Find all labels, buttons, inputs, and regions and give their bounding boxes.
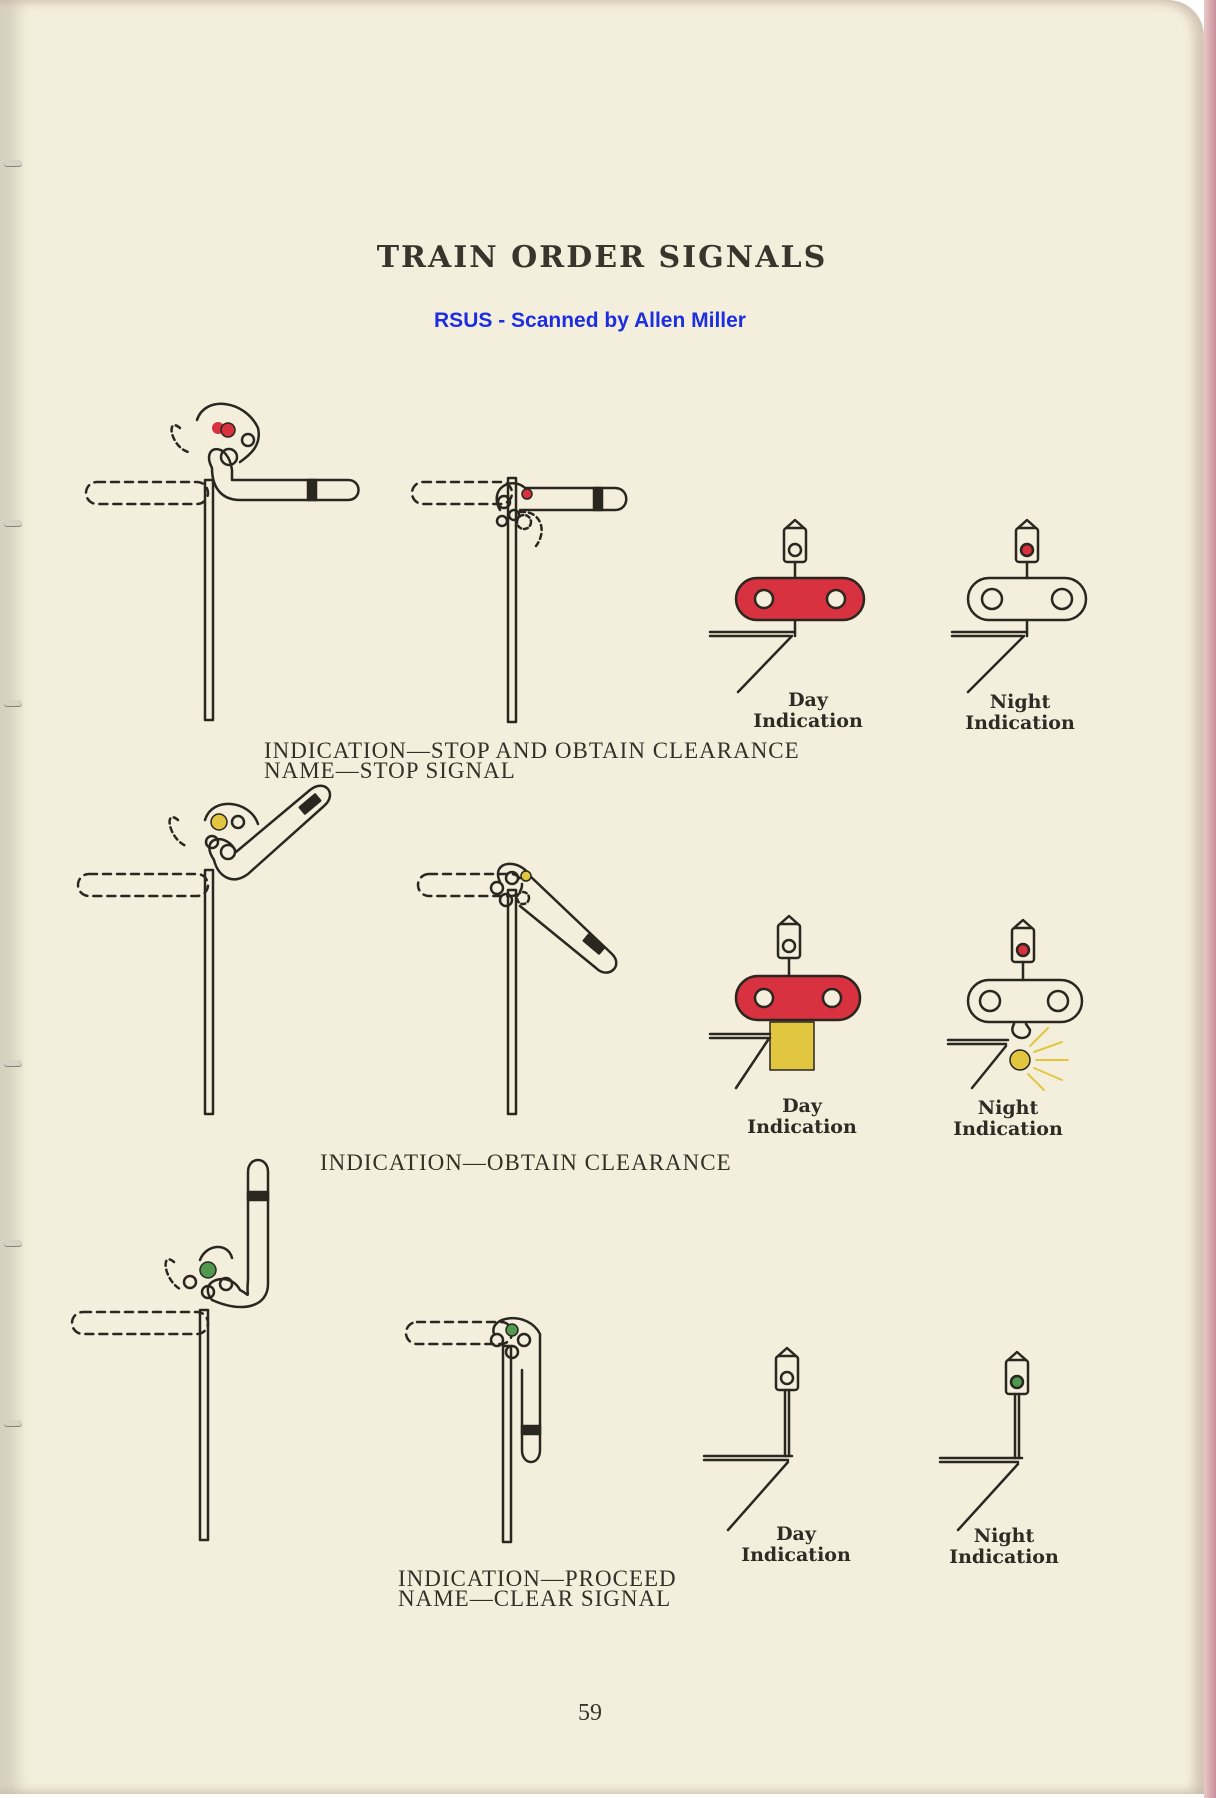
binding-stitch (4, 1420, 22, 1426)
page-edge (1204, 0, 1216, 1798)
semaphore-clear-right (404, 1317, 542, 1544)
indication-label-word: Indication (753, 710, 863, 732)
night-indication-stop (950, 518, 1088, 694)
semaphore-caution-left (76, 784, 332, 1116)
binding-stitch (4, 520, 22, 526)
binding-stitch (4, 160, 22, 166)
night-label-word: Night (973, 1525, 1035, 1547)
night-indication-caution (946, 918, 1084, 1091)
indication-row1: INDICATION—STOP AND OBTAIN CLEARANCE (264, 738, 800, 763)
semaphore-stop-right (410, 476, 628, 724)
day-label-word: Day (782, 1095, 822, 1117)
scan-credit: RSUS - Scanned by Allen Miller (434, 309, 746, 332)
day-label-word: Day (776, 1523, 816, 1545)
indication-label-word: Indication (747, 1116, 857, 1138)
semaphore-clear-left (70, 1158, 270, 1542)
page-title: TRAIN ORDER SIGNALS (376, 240, 828, 275)
indication-label-word: Indication (949, 1546, 1059, 1568)
binding-stitch (4, 1240, 22, 1246)
day-label-row3: Day Indication (716, 1524, 876, 1566)
day-indication-stop (708, 518, 866, 694)
night-label-word: Night (977, 1097, 1039, 1119)
semaphore-stop-left (84, 402, 360, 722)
signal-name-row3: NAME—CLEAR SIGNAL (398, 1586, 672, 1611)
day-label-row1: Day Indication (728, 690, 888, 732)
indication-label-word: Indication (965, 712, 1075, 734)
indication-row2: INDICATION—OBTAIN CLEARANCE (320, 1150, 732, 1175)
day-indication-caution (708, 914, 862, 1090)
binding-stitch (4, 1060, 22, 1066)
night-label-row1: Night Indication (940, 692, 1100, 734)
night-label-word: Night (989, 691, 1051, 713)
day-label-word: Day (788, 689, 828, 711)
page-number: 59 (578, 1700, 602, 1726)
day-indication-clear (702, 1346, 800, 1532)
night-indication-clear (938, 1350, 1030, 1532)
semaphore-caution-right (416, 862, 618, 1116)
night-label-row2: Night Indication (928, 1098, 1088, 1140)
indication-label-word: Indication (953, 1118, 1063, 1140)
indication-row3: INDICATION—PROCEED (398, 1566, 677, 1591)
night-label-row3: Night Indication (924, 1526, 1084, 1568)
day-label-row2: Day Indication (722, 1096, 882, 1138)
signal-name-row1: NAME—STOP SIGNAL (264, 758, 516, 783)
indication-label-word: Indication (741, 1544, 851, 1566)
binding-stitch (4, 700, 22, 706)
